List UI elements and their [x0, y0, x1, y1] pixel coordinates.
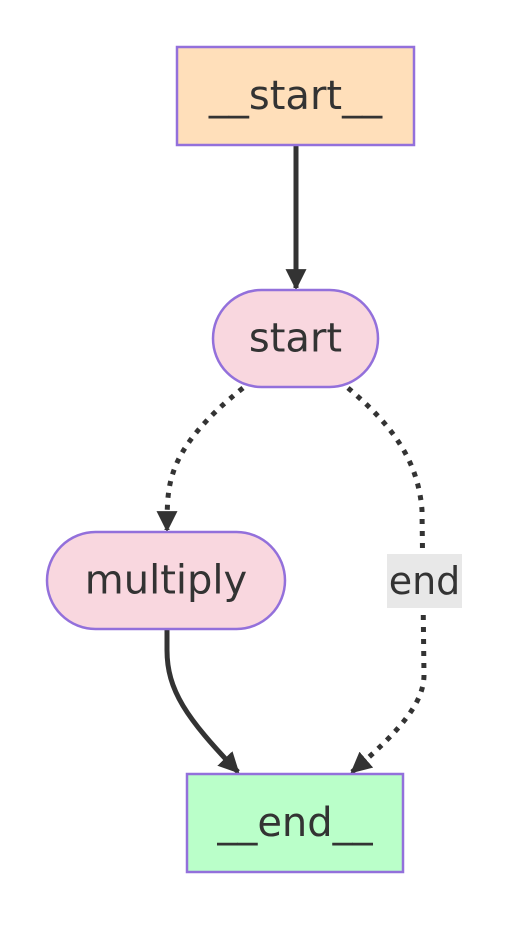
- node-shape[interactable]: [211, 288, 380, 389]
- node-start[interactable]: start: [211, 288, 380, 389]
- node-label: __start__: [208, 73, 383, 119]
- edge-multiply-to-end: [164, 630, 240, 774]
- node-end[interactable]: __end__: [185, 772, 405, 874]
- node-label: __end__: [216, 800, 373, 846]
- edges: [156, 146, 427, 774]
- edge-label-end: end: [387, 554, 462, 608]
- node-shape[interactable]: [45, 530, 287, 631]
- edge-start-to-end: [346, 386, 427, 774]
- edge-label-text: end: [389, 559, 461, 603]
- node-multiply[interactable]: multiply: [45, 530, 287, 631]
- node-start-entry[interactable]: __start__: [175, 45, 416, 147]
- node-label: start: [249, 316, 342, 362]
- edge-label-background: [387, 554, 462, 608]
- node-shape[interactable]: [185, 772, 405, 874]
- edge-start-to-multiply: [156, 386, 245, 533]
- node-shape[interactable]: [175, 45, 416, 147]
- node-label: multiply: [85, 558, 247, 604]
